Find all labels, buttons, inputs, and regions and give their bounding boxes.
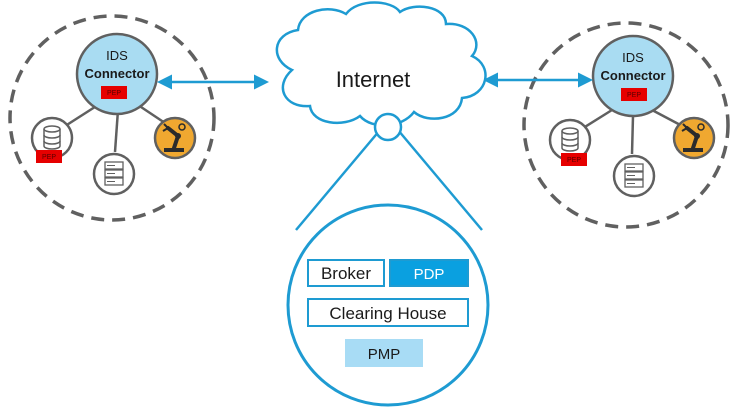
service-broker[interactable]: Broker: [307, 259, 385, 287]
internet-label: Internet: [336, 67, 411, 92]
right-connector-circle[interactable]: [591, 34, 675, 118]
right-database-pep-label: PEP: [567, 157, 581, 164]
broker-label: Broker: [321, 264, 371, 283]
pmp-label: PMP: [368, 346, 401, 363]
internet-zoom-lens: [373, 112, 403, 142]
right-connector-pep-badge: [621, 88, 647, 101]
right-node: IDS Connector PEP PEP: [522, 21, 730, 229]
service-pmp[interactable]: PMP: [345, 339, 423, 367]
cloud-icon: [275, 1, 487, 127]
right-connector-pep-label: PEP: [627, 92, 641, 99]
right-database-pep-badge: [561, 153, 587, 166]
pdp-label: PDP: [414, 266, 445, 283]
left-node-boundary: [8, 14, 216, 222]
server-icon: [92, 152, 136, 196]
robot-arm-icon: [153, 116, 197, 160]
left-connector-pep-badge: [101, 86, 127, 99]
right-connector-label: Connector: [601, 68, 666, 83]
left-database-pep-badge: [36, 150, 62, 163]
right-ids-label: IDS: [622, 50, 644, 65]
database-icon: [548, 118, 592, 162]
service-pdp[interactable]: PDP: [389, 259, 469, 287]
right-node-boundary: [522, 21, 730, 229]
clearing-house-label: Clearing House: [329, 304, 446, 323]
service-clearing-house[interactable]: Clearing House: [307, 298, 469, 327]
internet-cloud: Internet: [275, 1, 487, 142]
left-connector-pep-label: PEP: [107, 90, 121, 97]
left-node: IDS Connector PEP PEP: [8, 14, 216, 222]
robot-arm-icon: [672, 116, 716, 160]
database-icon: [30, 116, 74, 160]
left-connector-label: Connector: [85, 66, 150, 81]
left-database-pep-label: PEP: [42, 154, 56, 161]
server-icon: [612, 154, 656, 198]
left-connector-circle[interactable]: [75, 32, 159, 116]
left-ids-label: IDS: [106, 48, 128, 63]
